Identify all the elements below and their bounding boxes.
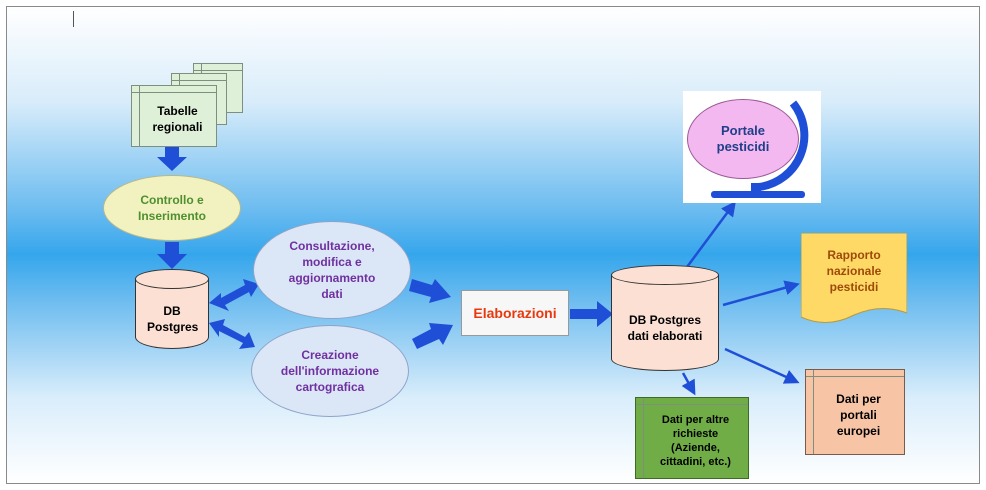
rapporto-nazionale-label: Rapporto nazionale pesticidi <box>826 248 882 294</box>
creazione-cartografica-node: Creazione dell'informazione cartografica <box>251 325 409 417</box>
text-cursor <box>73 11 74 27</box>
arrow-elaborazioni-to-dbelab <box>570 301 613 327</box>
diagram-canvas: Tabelle regionali Controllo e Inseriment… <box>6 6 980 484</box>
arrows-layer <box>157 147 800 396</box>
arrow-to-altre <box>681 372 696 396</box>
arrow-tabelle-to-controllo <box>157 147 187 171</box>
controllo-inserimento-node: Controllo e Inserimento <box>103 175 241 241</box>
arrow-to-europei <box>724 347 800 384</box>
elaborazioni-label: Elaborazioni <box>473 305 557 321</box>
tabelle-regionali-label: Tabelle regionali <box>152 104 203 134</box>
portali-europei-label: Dati per portali europei <box>836 392 881 438</box>
consultazione-label: Consultazione, modifica e aggiornamento … <box>288 239 376 301</box>
altre-richieste-label: Dati per altre richieste (Aziende, citta… <box>660 414 731 468</box>
creazione-cartografica-label: Creazione dell'informazione cartografica <box>280 348 380 394</box>
tabelle-regionali-node: Tabelle regionali <box>131 85 217 147</box>
db-elaborati-cylinder: DB Postgres dati elaborati <box>611 265 719 371</box>
arrow-db-consultazione <box>209 279 259 311</box>
portali-europei-node: Dati per portali europei <box>805 369 905 455</box>
arrow-db-creazione <box>209 319 255 349</box>
arrow-to-rapporto <box>722 280 800 307</box>
elaborazioni-node: Elaborazioni <box>461 290 569 336</box>
db-elaborati-label: DB Postgres dati elaborati <box>627 313 703 343</box>
rapporto-nazionale-node: Rapporto nazionale pesticidi <box>801 233 907 329</box>
document-shape-icon <box>801 233 907 323</box>
consultazione-node: Consultazione, modifica e aggiornamento … <box>253 221 411 319</box>
db-postgres-cylinder: DB Postgres <box>135 269 209 349</box>
portale-pesticidi-label: Portale pesticidi <box>716 123 770 154</box>
arrow-creazione-to-elaborazioni <box>412 323 453 349</box>
arrow-controllo-to-db <box>157 242 187 269</box>
altre-richieste-node: Dati per altre richieste (Aziende, citta… <box>635 397 749 479</box>
globe-stand-icon <box>711 100 809 198</box>
arrow-consultazione-to-elaborazioni <box>409 279 451 303</box>
db-postgres-label: DB Postgres <box>147 304 199 334</box>
controllo-inserimento-label: Controllo e Inserimento <box>137 193 206 223</box>
portale-pesticidi-node: Portale pesticidi <box>687 99 799 179</box>
arrow-to-portale <box>685 200 736 268</box>
